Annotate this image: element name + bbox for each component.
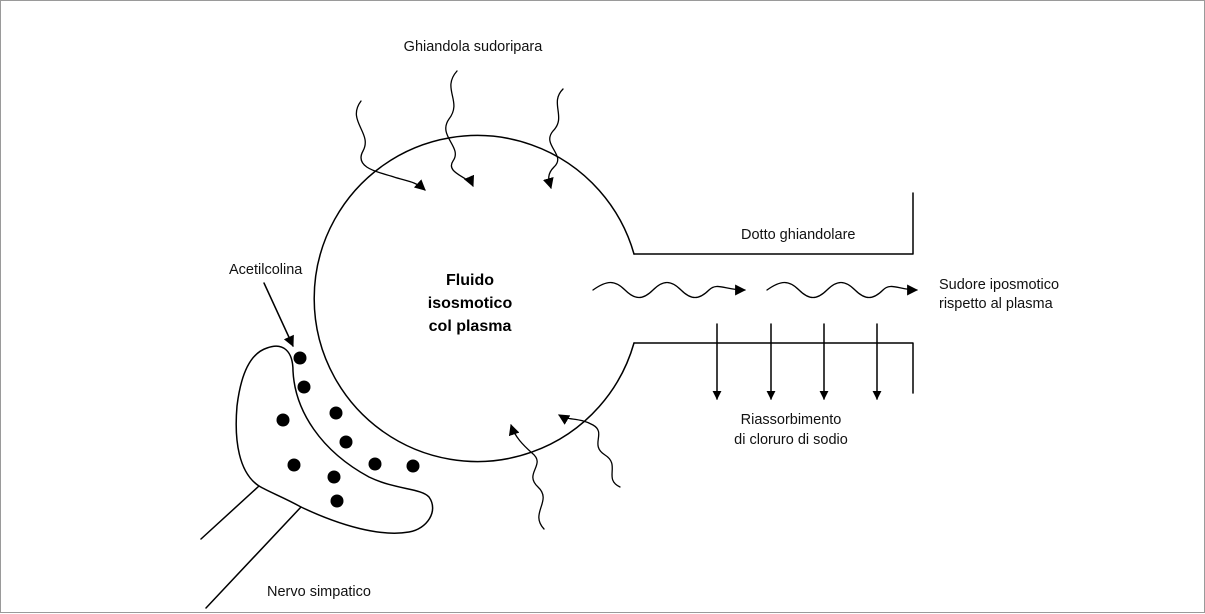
gland-label: Ghiandola sudoripara xyxy=(404,39,544,55)
inflow-arrow-top-left xyxy=(355,100,426,191)
vesicle xyxy=(297,380,311,394)
vesicle xyxy=(368,457,382,471)
fluid-label-line-1: Fluido xyxy=(446,272,494,289)
nerve-fiber-lower xyxy=(205,506,302,609)
sweat-label-line-1: Sudore iposmotico xyxy=(939,277,1059,293)
acetylcholine-label: Acetilcolina xyxy=(229,262,303,278)
inflow-arrow-top-middle xyxy=(445,70,474,188)
fluid-label-line-3: col plasma xyxy=(429,318,512,335)
vesicle xyxy=(287,458,301,472)
inflow-arrow-bottom-right xyxy=(558,414,621,488)
sweat-label-line-2: rispetto al plasma xyxy=(939,296,1054,312)
gland-body-outline xyxy=(313,134,635,463)
vesicle xyxy=(330,494,344,508)
inflow-arrow-bottom-left xyxy=(508,423,545,530)
vesicle xyxy=(329,406,343,420)
duct-upper-wall xyxy=(633,192,914,255)
nerve-fiber-upper xyxy=(200,485,260,540)
acetylcholine-vesicles xyxy=(276,351,420,508)
reabsorption-label-line-1: Riassorbimento xyxy=(741,412,842,428)
inflow-arrow-top-right xyxy=(542,88,564,190)
duct-label: Dotto ghiandolare xyxy=(741,227,855,243)
vesicle xyxy=(339,435,353,449)
vesicle xyxy=(276,413,290,427)
sweat-flow-arrow-1 xyxy=(592,281,747,299)
reabsorption-label-line-2: di cloruro di sodio xyxy=(734,432,848,448)
acetylcholine-arrow xyxy=(263,282,294,347)
duct-lower-wall xyxy=(633,342,914,394)
nerve-label: Nervo simpatico xyxy=(267,584,371,600)
vesicle xyxy=(293,351,307,365)
vesicle xyxy=(327,470,341,484)
nerve-terminal xyxy=(235,345,434,534)
sweat-flow-arrow-2 xyxy=(766,281,919,299)
vesicle xyxy=(406,459,420,473)
fluid-label-line-2: isosmotico xyxy=(428,295,513,312)
